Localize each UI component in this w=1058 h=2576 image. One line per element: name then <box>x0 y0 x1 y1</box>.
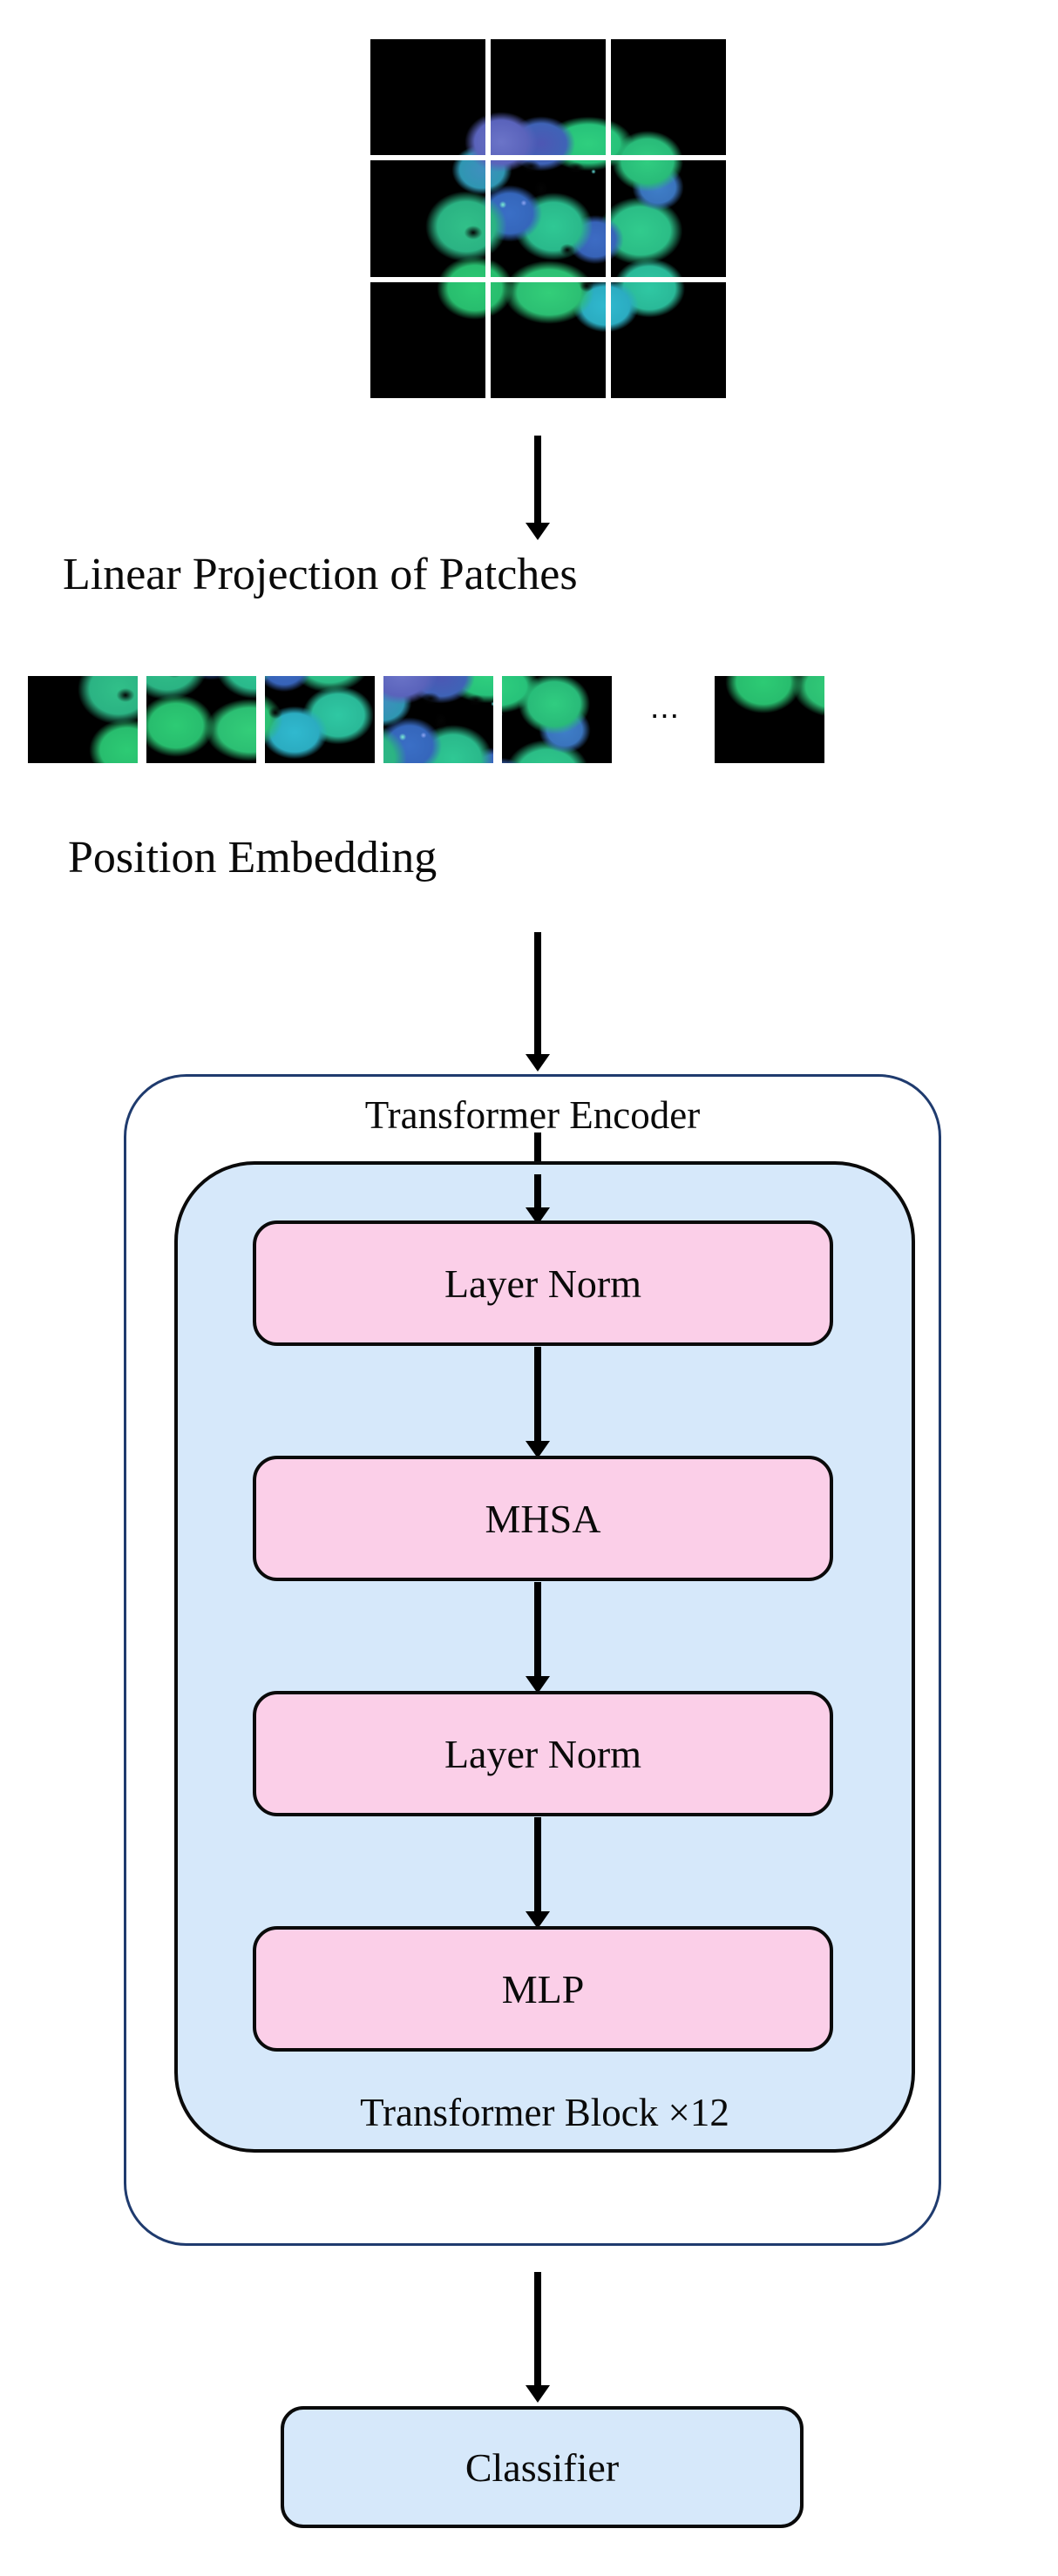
flattened-patch <box>502 676 612 763</box>
arrow-image-to-projection <box>520 436 555 540</box>
image-patch-cell <box>611 160 726 277</box>
transformer-encoder-label: Transformer Encoder <box>364 1093 701 1137</box>
leaf-image-art <box>715 676 824 763</box>
image-patch-cell <box>611 39 726 156</box>
classifier-box[interactable]: Classifier <box>281 2406 804 2528</box>
arrow-shaft <box>534 1347 541 1441</box>
arrow-mhsa-to-ln2 <box>520 1582 555 1694</box>
image-patch-cell <box>370 160 485 277</box>
leaf-image-art <box>491 281 606 398</box>
image-patch-cell <box>491 39 606 156</box>
leaf-image-art <box>383 676 493 763</box>
flattened-patch <box>383 676 493 763</box>
arrow-shaft <box>534 1174 541 1207</box>
arrow-encoder-to-classifier <box>520 2272 555 2403</box>
leaf-image-art <box>370 39 485 156</box>
leaf-image-art <box>265 676 375 763</box>
arrow-ln2-to-mlp <box>520 1817 555 1929</box>
leaf-image-art <box>611 160 726 277</box>
leaf-image-art <box>491 39 606 156</box>
arrow-shaft <box>534 2272 541 2385</box>
patched-input-image <box>370 39 726 398</box>
arrow-head-icon <box>526 1441 550 1458</box>
flattened-patch <box>28 676 138 763</box>
transformer-block-label: Transformer Block ×12 <box>360 2091 729 2134</box>
arrow-head-icon <box>526 1676 550 1694</box>
image-patch-cell <box>370 39 485 156</box>
leaf-image-art <box>611 281 726 398</box>
patch-ellipsis: ⋯ <box>649 700 686 733</box>
image-patch-cell <box>370 281 485 398</box>
leaf-image-art <box>146 676 256 763</box>
flattened-patch <box>265 676 375 763</box>
mlp-box[interactable]: MLP <box>253 1926 833 2052</box>
flattened-patch-sequence: ⋯ <box>28 671 908 768</box>
position-embedding-label: Position Embedding <box>68 833 437 882</box>
arrow-ln1-to-mhsa <box>520 1347 555 1458</box>
layer-norm-1-box[interactable]: Layer Norm <box>253 1220 833 1346</box>
mhsa-box[interactable]: MHSA <box>253 1456 833 1581</box>
image-patch-cell <box>491 281 606 398</box>
arrow-shaft <box>534 436 541 523</box>
arrow-head-icon <box>526 1054 550 1072</box>
arrow-head-icon <box>526 2385 550 2403</box>
leaf-image-art <box>611 39 726 156</box>
arrow-shaft <box>534 1582 541 1676</box>
flattened-patch <box>146 676 256 763</box>
arrow-head-icon <box>526 1911 550 1929</box>
leaf-image-art <box>28 676 138 763</box>
arrow-shaft <box>534 1132 541 1169</box>
image-patch-cell <box>491 160 606 277</box>
layer-norm-2-box[interactable]: Layer Norm <box>253 1691 833 1816</box>
arrow-block-to-ln1 <box>520 1174 555 1225</box>
leaf-image-art <box>491 160 606 277</box>
flattened-patch <box>715 676 824 763</box>
leaf-image-art <box>502 676 612 763</box>
arrow-embedding-to-encoder <box>520 932 555 1072</box>
image-patch-cell <box>611 281 726 398</box>
arrow-shaft <box>534 1817 541 1911</box>
arrow-head-icon <box>526 523 550 540</box>
leaf-image-art <box>370 281 485 398</box>
arrow-shaft <box>534 932 541 1054</box>
linear-projection-label: Linear Projection of Patches <box>63 550 578 599</box>
leaf-image-art <box>370 160 485 277</box>
